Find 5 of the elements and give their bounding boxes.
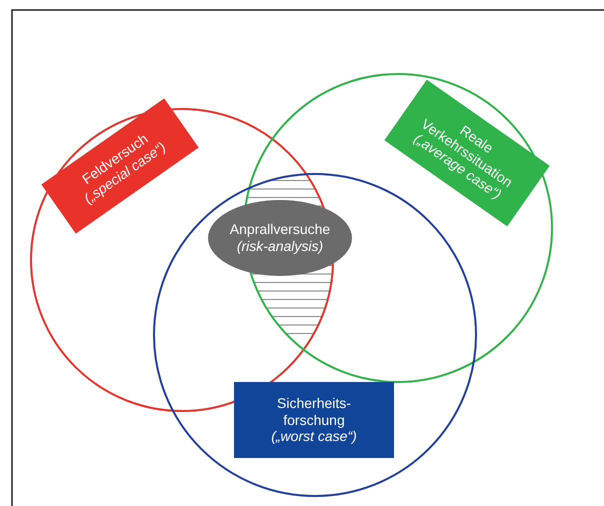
node-title: Sicherheits- forschung <box>276 394 352 428</box>
node-title: Anprallversuche <box>230 221 330 238</box>
label-box <box>234 382 394 458</box>
node-subtitle: („worst case“) <box>271 428 357 446</box>
node-subtitle: (risk-analysis) <box>236 238 324 255</box>
